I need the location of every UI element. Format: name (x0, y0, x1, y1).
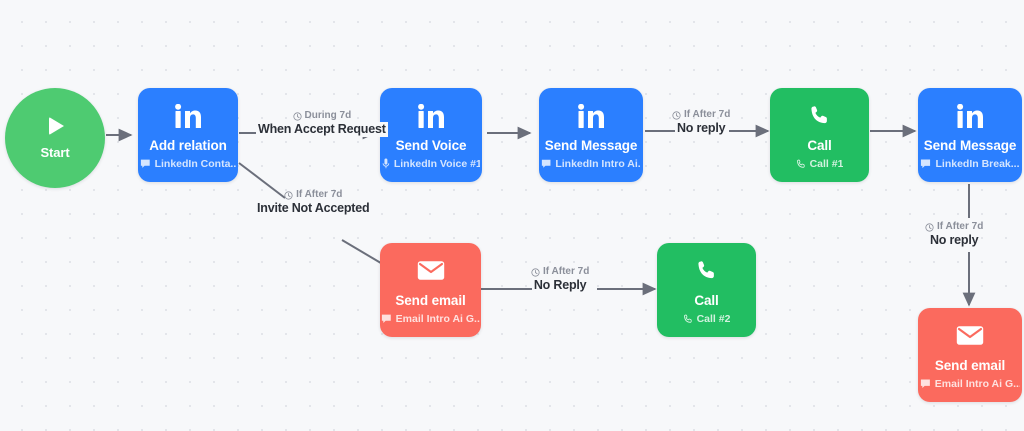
node-send-message-2-title: Send Message (923, 137, 1017, 153)
edge-label-text: No reply (674, 121, 728, 136)
edge-label-text: Invite Not Accepted (255, 201, 372, 216)
node-add-relation-title: Add relation (149, 137, 227, 153)
edge-condition: If After 7d (925, 221, 983, 233)
node-send-voice[interactable]: Send Voice LinkedIn Voice #1 (380, 88, 482, 182)
edge-condition-text: If After 7d (543, 266, 590, 277)
node-send-message-1-title: Send Message (544, 137, 638, 153)
phone-icon (796, 159, 805, 168)
node-send-message-2-subtitle: LinkedIn Break... (920, 157, 1020, 170)
edge-label-text: No Reply (531, 278, 589, 293)
edge-label-text: No reply (927, 233, 981, 248)
clock-icon (531, 267, 540, 277)
node-send-message-2[interactable]: Send Message LinkedIn Break... (918, 88, 1022, 182)
edge-label-no-reply-top: If After 7d No reply (672, 109, 730, 136)
node-add-relation-subtitle: LinkedIn Conta... (140, 158, 236, 170)
node-start[interactable]: Start (5, 88, 105, 188)
node-send-email-1[interactable]: Send email Email Intro Ai G... (380, 243, 481, 337)
node-send-email-1-sub-text: Email Intro Ai G... (395, 312, 480, 325)
edge-condition: If After 7d (284, 189, 342, 201)
node-send-email-1-subtitle: Email Intro Ai G... (381, 313, 480, 325)
node-call-2-sub-text: Call #2 (696, 312, 731, 325)
node-call-2-title: Call (694, 292, 719, 308)
node-send-voice-subtitle: LinkedIn Voice #1 (382, 158, 480, 170)
message-icon (920, 379, 930, 388)
linkedin-icon (418, 101, 444, 131)
message-icon (381, 314, 391, 323)
edge-label-no-reply-middle: If After 7d No Reply (531, 266, 589, 293)
phone-icon (808, 101, 831, 131)
node-call-1[interactable]: Call Call #1 (770, 88, 869, 182)
node-send-email-2-subtitle: Email Intro Ai G... (920, 378, 1020, 390)
node-call-1-sub-text: Call #1 (809, 157, 844, 170)
node-start-title: Start (40, 144, 70, 160)
envelope-icon (417, 256, 445, 286)
edge-condition: If After 7d (531, 266, 589, 278)
microphone-icon (382, 158, 390, 169)
phone-icon (683, 314, 692, 323)
clock-icon (292, 111, 302, 121)
message-icon (541, 159, 551, 168)
envelope-icon (956, 321, 984, 351)
edge-label-when-accept-request: During 7d When Accept Request (256, 110, 388, 137)
edge-condition-text: During 7d (304, 110, 352, 121)
phone-icon (695, 256, 718, 286)
node-call-2[interactable]: Call Call #2 (657, 243, 756, 337)
linkedin-icon (578, 101, 604, 131)
node-send-email-2-title: Send email (934, 357, 1006, 373)
edge-condition-text: If After 7d (684, 109, 731, 120)
clock-icon (284, 190, 293, 200)
edge-condition: If After 7d (672, 109, 730, 121)
edge-condition-text: If After 7d (937, 221, 984, 232)
message-icon (140, 159, 150, 168)
node-send-voice-title: Send Voice (395, 137, 467, 153)
node-send-message-2-sub-text: LinkedIn Break... (935, 157, 1020, 170)
node-send-email-2-sub-text: Email Intro Ai G... (934, 377, 1020, 390)
edge-label-no-reply-right: If After 7d No reply (925, 221, 983, 248)
node-send-email-2[interactable]: Send email Email Intro Ai G... (918, 308, 1022, 402)
node-add-relation[interactable]: Add relation LinkedIn Conta... (138, 88, 238, 182)
clock-icon (672, 110, 681, 120)
edge-label-invite-not-accepted: If After 7d Invite Not Accepted (255, 189, 372, 216)
node-send-message-1[interactable]: Send Message LinkedIn Intro Ai... (539, 88, 643, 182)
node-send-message-1-sub-text: LinkedIn Intro Ai... (555, 157, 641, 170)
node-call-1-title: Call (807, 137, 832, 153)
node-add-relation-sub-text: LinkedIn Conta... (154, 157, 236, 170)
edge-condition-text: If After 7d (296, 189, 343, 200)
node-send-message-1-subtitle: LinkedIn Intro Ai... (541, 158, 641, 170)
node-call-2-subtitle: Call #2 (683, 312, 731, 325)
node-send-voice-sub-text: LinkedIn Voice #1 (393, 157, 480, 170)
message-icon (921, 159, 931, 169)
play-icon (49, 116, 64, 135)
node-send-email-1-title: Send email (395, 292, 466, 308)
edge-condition: During 7d (292, 110, 352, 122)
linkedin-icon (957, 101, 983, 131)
clock-icon (925, 222, 934, 232)
edge-label-text: When Accept Request (256, 122, 388, 137)
node-call-1-subtitle: Call #1 (796, 157, 844, 170)
linkedin-icon (175, 101, 201, 131)
